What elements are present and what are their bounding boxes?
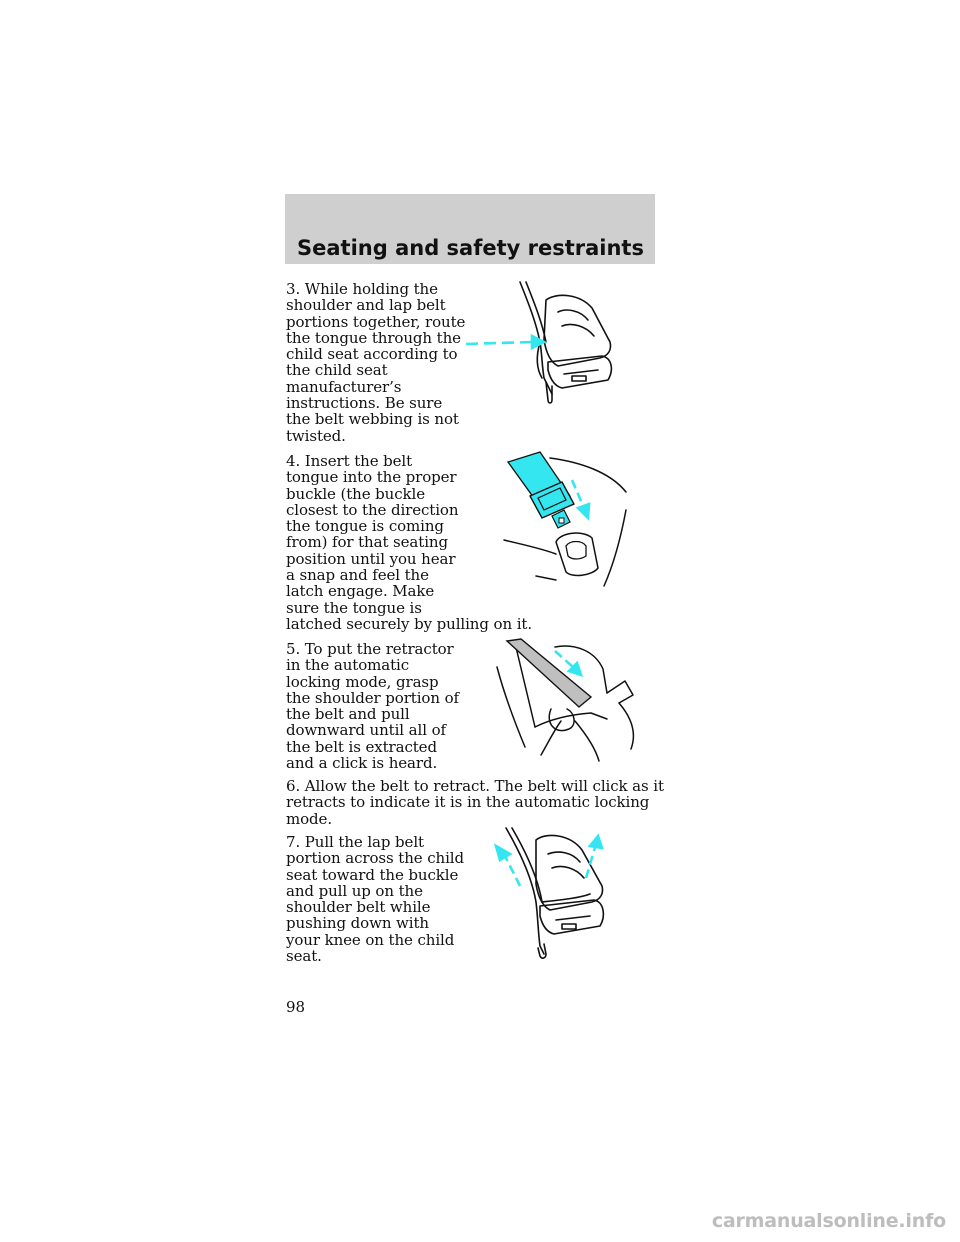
child-seat-belt-route-icon: [462, 281, 632, 412]
section-header: Seating and safety restraints: [285, 194, 655, 264]
page-number: 98: [286, 998, 306, 1016]
watermark: carmanualsonline.info: [711, 1210, 946, 1232]
step-3-text: 3. While holding the shoulder and lap be…: [286, 280, 466, 445]
buckle-insert-icon: [500, 451, 640, 592]
section-title: Seating and safety restraints: [297, 236, 644, 260]
step-5-text: 5. To put the retractor in the automatic…: [286, 640, 459, 773]
step-6-text: 6. Allow the belt to retract. The belt w…: [286, 777, 664, 828]
lap-belt-tighten-icon: [490, 827, 620, 963]
step-7-text: 7. Pull the lap belt portion across the …: [286, 833, 464, 966]
shoulder-belt-pull-icon: [495, 637, 640, 762]
step-4-text: 4. Insert the belt tongue into the prope…: [286, 452, 532, 633]
